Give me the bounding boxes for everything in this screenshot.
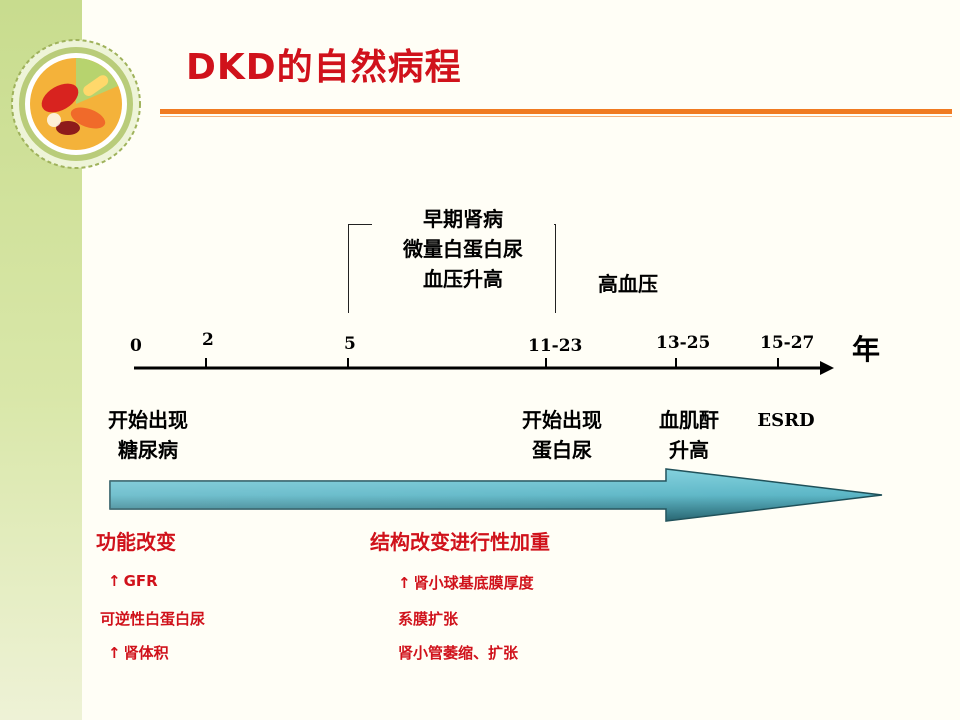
event-diabetes-line-1: 开始出现 — [108, 408, 188, 432]
hypertension-label: 高血压 — [598, 272, 658, 296]
structural-item-gbm: ↑肾小球基底膜厚度 — [398, 574, 534, 592]
tick-label-15-27: 15-27 — [760, 333, 815, 353]
page-title: DKD的自然病程 — [186, 47, 462, 88]
tick-label-2: 2 — [202, 330, 214, 350]
title-underline — [160, 109, 952, 114]
title-underline-thin — [160, 116, 952, 117]
event-proteinuria: 开始出现 蛋白尿 — [508, 405, 616, 465]
early-stage-line-1: 早期肾病 — [423, 207, 503, 231]
tick-label-5: 5 — [344, 334, 356, 354]
early-stage-label: 早期肾病 微量白蛋白尿 血压升高 — [372, 204, 554, 294]
functional-item-albuminuria: 可逆性白蛋白尿 — [100, 610, 206, 628]
functional-change-heading: 功能改变 — [96, 530, 176, 554]
event-esrd: ESRD — [757, 410, 815, 431]
event-diabetes: 开始出现 糖尿病 — [94, 405, 202, 465]
functional-item-kidney-volume: ↑肾体积 — [108, 644, 169, 662]
event-creatinine: 血肌酐 升高 — [648, 405, 730, 465]
tick-label-11-23: 11-23 — [528, 336, 583, 356]
up-arrow-icon: ↑ — [108, 572, 121, 590]
event-creatinine-line-1: 血肌酐 — [659, 408, 719, 432]
event-creatinine-line-2: 升高 — [669, 438, 709, 462]
early-stage-line-3: 血压升高 — [423, 267, 503, 291]
structural-change-heading: 结构改变进行性加重 — [370, 530, 550, 554]
axis-arrowhead — [820, 361, 834, 375]
up-arrow-icon: ↑ — [108, 644, 121, 662]
tick-label-0: 0 — [130, 336, 142, 356]
structural-item-tubular: 肾小管萎缩、扩张 — [398, 644, 519, 662]
event-diabetes-line-2: 糖尿病 — [118, 438, 178, 462]
early-stage-line-2: 微量白蛋白尿 — [403, 237, 523, 261]
up-arrow-icon: ↑ — [398, 574, 411, 592]
event-proteinuria-line-2: 蛋白尿 — [532, 438, 592, 462]
event-proteinuria-line-1: 开始出现 — [522, 408, 602, 432]
functional-item-gfr: ↑GFR — [108, 572, 158, 590]
unit-year-label: 年 — [852, 333, 881, 366]
pills-icon — [11, 39, 141, 169]
structural-item-mesangial: 系膜扩张 — [398, 610, 459, 628]
tick-label-13-25: 13-25 — [656, 333, 711, 353]
